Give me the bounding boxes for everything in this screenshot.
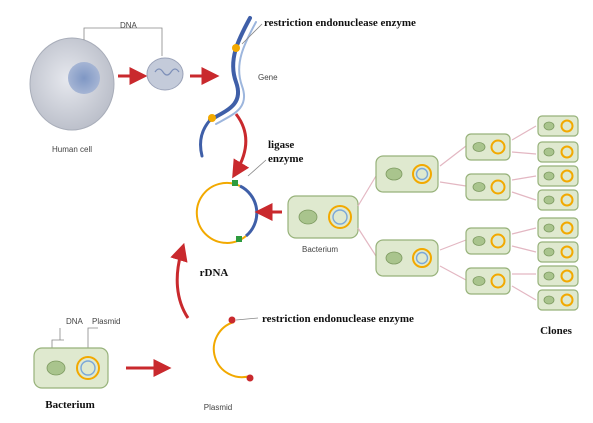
clones-label: Clones [540,325,573,337]
dna-label-bottom: DNA [66,317,84,326]
bacterium-icon [287,195,359,239]
gene-label: Gene [258,73,278,82]
isolated-nucleus [146,57,184,91]
human-cell: Human cell [29,37,115,154]
ligase-label-2: enzyme [268,153,304,165]
rdna-plasmid-icon [195,180,259,244]
clone-4 [537,189,579,211]
restriction-enzyme-label-top: restriction endonuclease enzyme [264,17,416,29]
bacterium-gen3-1 [465,133,511,161]
bacterium-bottom [33,347,109,389]
clones-column [537,115,579,311]
plasmid-label-bottom-pointer: Plasmid [92,317,120,326]
clone-3 [537,165,579,187]
restriction-enzyme-label-bottom: restriction endonuclease enzyme [262,313,414,325]
bacterium-gen2-top [375,155,439,193]
nucleus-icon [68,62,100,94]
bacterium-gen3-4 [465,267,511,295]
bacterium-label-bottom: Bacterium [45,399,94,411]
clone-6 [537,241,579,263]
arrow-gene-to-rdna [232,113,250,179]
arrow-plasmid-to-rdna [170,242,190,319]
dna-label-top: DNA [120,21,138,30]
bacterium-gen3-2 [465,173,511,201]
plasmid-icon [212,316,254,382]
clone-8 [537,289,579,311]
bacterium-gen3-3 [465,227,511,255]
rdna-label: rDNA [200,267,229,279]
clone-1 [537,115,579,137]
plasmid-label: Plasmid [204,403,232,412]
bacterium-label-mid: Bacterium [302,245,338,254]
clone-7 [537,265,579,287]
bacterium-gen2-bottom [375,239,439,277]
dna-strand-icon [198,16,257,158]
clone-2 [537,141,579,163]
ligase-label-1: ligase [268,139,294,151]
clone-5 [537,217,579,239]
human-cell-label: Human cell [52,145,92,154]
